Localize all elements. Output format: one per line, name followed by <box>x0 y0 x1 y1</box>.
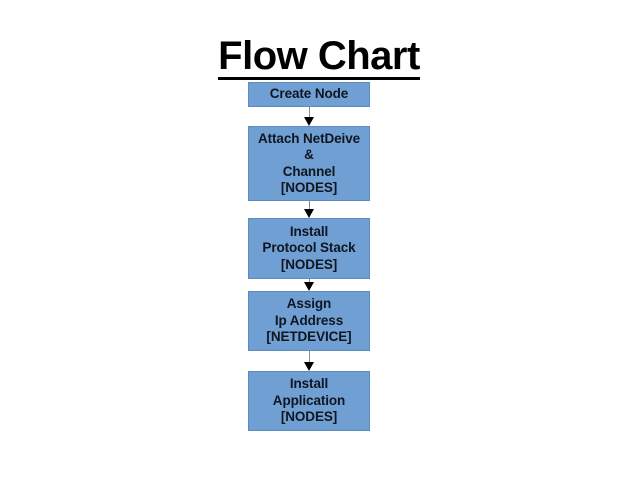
page-title: Flow Chart <box>0 36 638 80</box>
connector-line <box>309 279 310 282</box>
flow-node-create-node[interactable]: Create Node <box>248 82 370 107</box>
flow-node-label: Install Application [NODES] <box>272 376 346 425</box>
arrow-head-icon <box>304 209 314 218</box>
arrow-head-icon <box>304 362 314 371</box>
flow-node-label: Attach NetDeive & Channel [NODES] <box>257 130 361 196</box>
connector-line <box>309 351 310 362</box>
flow-node-label: Create Node <box>269 86 349 102</box>
connector-arrow-2 <box>304 201 315 218</box>
connector-line <box>309 201 310 209</box>
arrow-head-icon <box>304 282 314 291</box>
flow-node-install-application[interactable]: Install Application [NODES] <box>248 371 370 431</box>
arrow-head-icon <box>304 117 314 126</box>
flow-node-label: Assign Ip Address [NETDEVICE] <box>266 296 352 345</box>
flow-node-assign-ip-address[interactable]: Assign Ip Address [NETDEVICE] <box>248 291 370 351</box>
flow-node-install-protocol-stack[interactable]: Install Protocol Stack [NODES] <box>248 218 370 279</box>
connector-line <box>309 107 310 117</box>
connector-arrow-3 <box>304 279 315 291</box>
flow-node-label: Install Protocol Stack [NODES] <box>262 223 356 272</box>
connector-arrow-1 <box>304 107 315 126</box>
connector-arrow-4 <box>304 351 315 371</box>
page-title-text: Flow Chart <box>218 34 420 80</box>
flow-node-attach-netdevice-channel[interactable]: Attach NetDeive & Channel [NODES] <box>248 126 370 201</box>
